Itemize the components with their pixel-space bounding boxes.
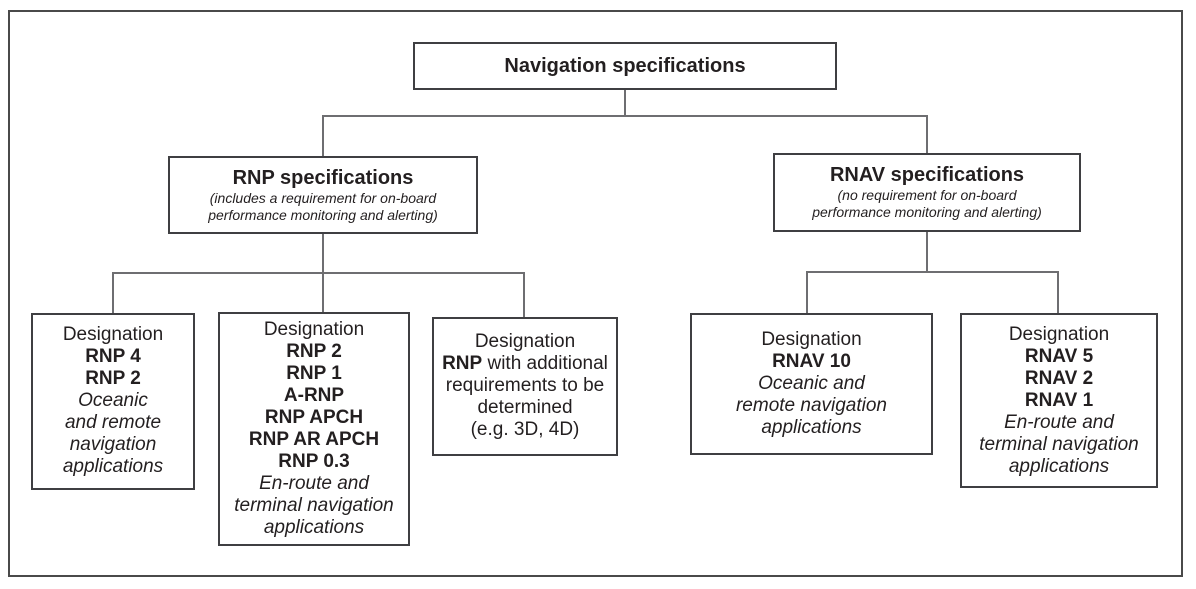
leaf-box-rnp-additional: Designation RNP with additional requirem… xyxy=(432,317,618,456)
rnav-subtitle-line1: (no requirement for on-board xyxy=(837,187,1017,203)
root-title: Navigation specifications xyxy=(504,54,746,77)
designation-value: RNAV 2 xyxy=(1024,368,1094,389)
connector-rnav-out xyxy=(926,232,928,272)
designation-value: RNP 1 xyxy=(286,363,342,384)
rnav-specifications-box: RNAV specifications (no requirement for … xyxy=(773,153,1081,232)
application-note: En-route and xyxy=(259,473,369,494)
connector-leaf5-in xyxy=(1057,271,1059,313)
connector-rnp-in xyxy=(322,115,324,156)
application-note: applications xyxy=(1008,456,1110,477)
leaf-box-rnp-oceanic: Designation RNP 4 RNP 2 Oceanic and remo… xyxy=(31,313,195,490)
connector-leaf3-in xyxy=(523,272,525,317)
connector-rnav-horizontal xyxy=(806,271,1059,273)
application-note: applications xyxy=(62,456,164,477)
application-note: remote navigation xyxy=(735,395,888,416)
designation-label: Designation xyxy=(474,331,576,352)
connector-top-horizontal xyxy=(322,115,928,117)
rnav-title: RNAV specifications xyxy=(829,164,1025,186)
rnp-title: RNP specifications xyxy=(232,167,414,189)
designation-label: Designation xyxy=(62,324,164,345)
connector-rnav-in xyxy=(926,115,928,153)
application-note: Oceanic and xyxy=(758,373,865,394)
application-note: En-route and xyxy=(1004,412,1114,433)
designation-suffix: with additional xyxy=(487,353,608,374)
designation-mixed-line: RNP with additional xyxy=(434,353,616,375)
leaf-box-rnav-enroute: Designation RNAV 5 RNAV 2 RNAV 1 En-rout… xyxy=(960,313,1158,488)
designation-value: RNAV 1 xyxy=(1024,390,1094,411)
designation-value: RNP APCH xyxy=(264,407,364,428)
designation-value: RNP xyxy=(442,353,483,374)
application-note: applications xyxy=(761,417,862,438)
connector-rnp-out xyxy=(322,234,324,273)
requirements-note: determined xyxy=(477,397,573,418)
root-box: Navigation specifications xyxy=(413,42,837,90)
connector-leaf4-in xyxy=(806,271,808,313)
rnp-specifications-box: RNP specifications (includes a requireme… xyxy=(168,156,478,234)
leaf-box-rnp-enroute: Designation RNP 2 RNP 1 A-RNP RNP APCH R… xyxy=(218,312,410,546)
designation-value: RNAV 10 xyxy=(772,351,851,372)
designation-value: A-RNP xyxy=(283,385,345,406)
rnp-subtitle-line1: (includes a requirement for on-board xyxy=(209,190,437,206)
designation-label: Designation xyxy=(263,319,365,340)
outer-frame xyxy=(8,10,1183,577)
rnp-subtitle-line2: performance monitoring and alerting) xyxy=(208,207,438,223)
designation-value: RNP AR APCH xyxy=(248,429,380,450)
application-note: and remote xyxy=(64,412,162,433)
application-note: applications xyxy=(263,517,365,538)
designation-value: RNAV 5 xyxy=(1024,346,1094,367)
connector-rnp-horizontal xyxy=(112,272,524,274)
rnav-subtitle-line2: performance monitoring and alerting) xyxy=(812,204,1042,220)
connector-leaf1-in xyxy=(112,272,114,313)
designation-value: RNP 2 xyxy=(85,368,141,389)
designation-value: RNP 2 xyxy=(286,341,342,362)
designation-value: RNP 4 xyxy=(85,346,141,367)
designation-label: Designation xyxy=(1008,324,1110,345)
application-note: terminal navigation xyxy=(979,434,1139,455)
connector-root-down xyxy=(624,90,626,117)
leaf-box-rnav-oceanic: Designation RNAV 10 Oceanic and remote n… xyxy=(690,313,933,455)
designation-label: Designation xyxy=(761,329,862,350)
application-note: terminal navigation xyxy=(234,495,394,516)
application-note: navigation xyxy=(69,434,157,455)
application-note: Oceanic xyxy=(78,390,148,411)
connector-leaf2-in xyxy=(322,272,324,312)
requirements-note: (e.g. 3D, 4D) xyxy=(470,419,580,440)
designation-value: RNP 0.3 xyxy=(278,451,350,472)
requirements-note: requirements to be xyxy=(445,375,605,396)
